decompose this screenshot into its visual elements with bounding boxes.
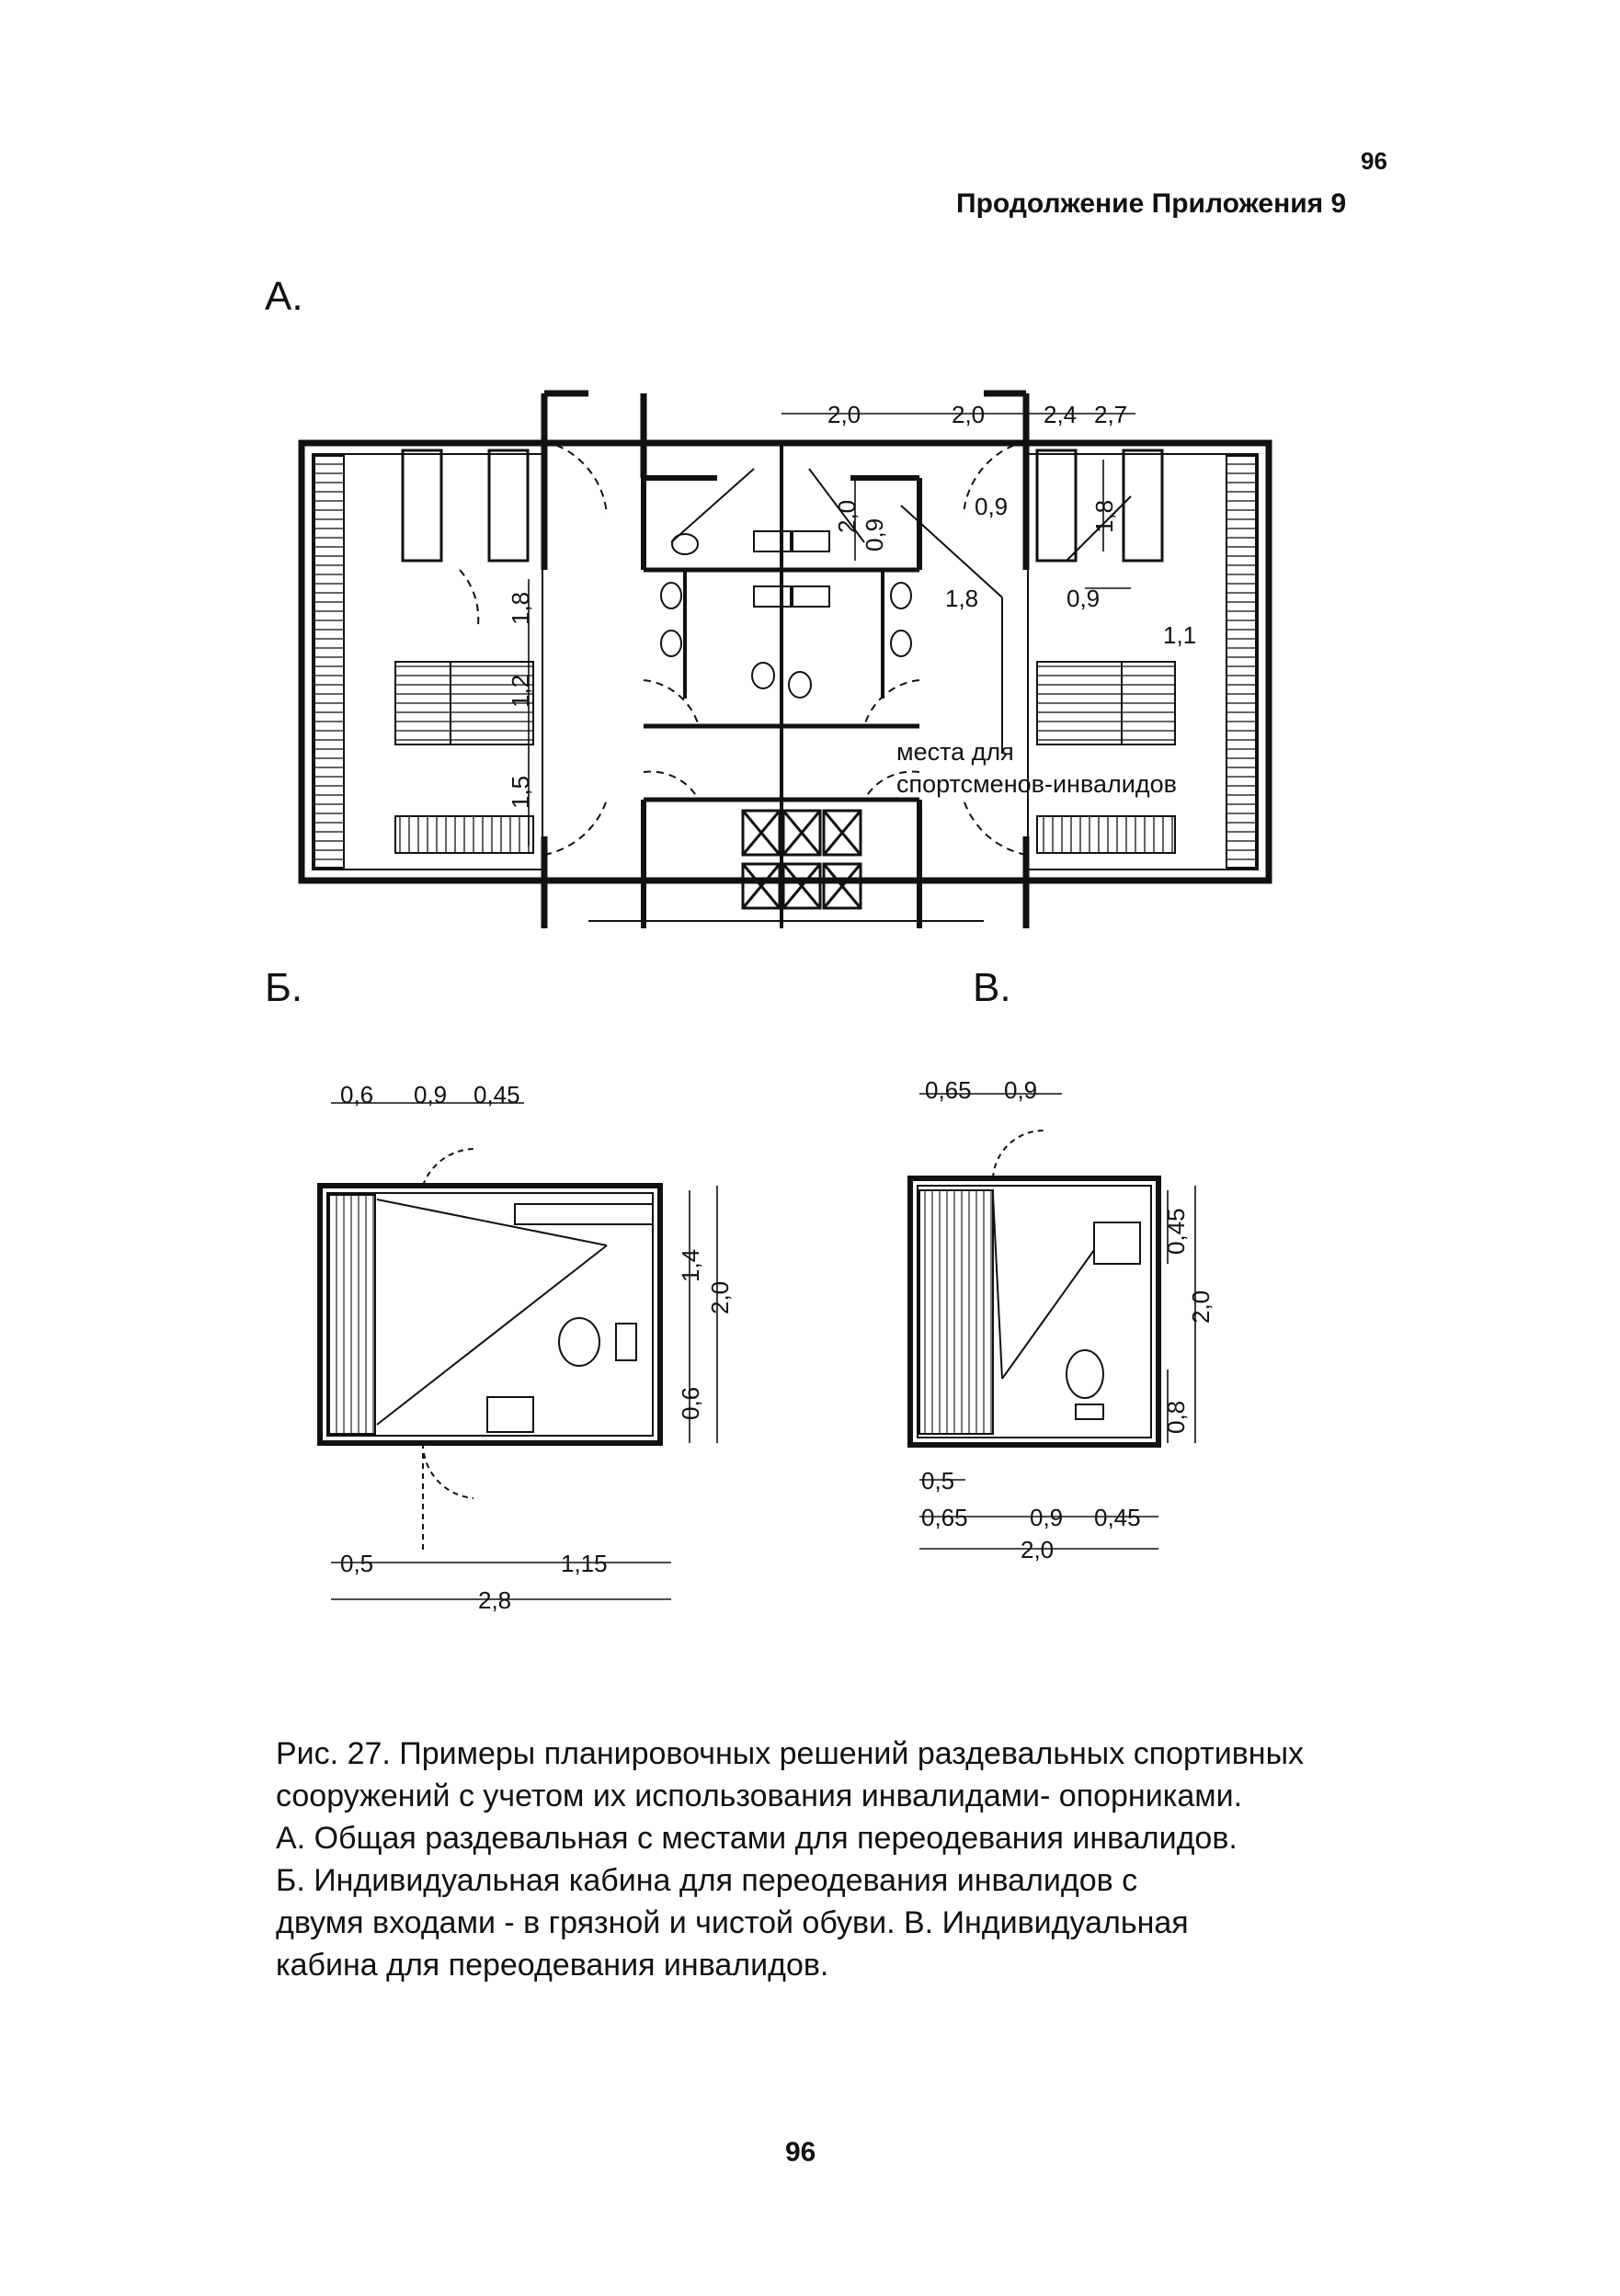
- plan-b-label: Б.: [265, 965, 303, 1010]
- header-page-number: 96: [1361, 147, 1387, 175]
- dim-c-bot-0-5: 0,5: [921, 1467, 954, 1495]
- dim-a-2-7: 2,7: [1094, 401, 1127, 428]
- plan-c-dim-text: 0,65 0,9 0,45 2,0 0,8 0,5 0,65 0,9 0,45 …: [921, 1076, 1215, 1563]
- dim-b-bot-1-15: 1,15: [561, 1550, 608, 1577]
- plan-a-drawing: 2,0 2,0 2,4 2,7 0,9 0,9 1,8 1,1 1,8 1,2 …: [298, 390, 1272, 928]
- plan-a-fixtures: [660, 468, 912, 699]
- plan-a-shower-cells: [741, 809, 862, 910]
- plan-a-left-benches: [314, 449, 534, 869]
- appendix-continuation-title: Продолжение Приложения 9: [956, 188, 1347, 219]
- plan-a-leader: [900, 495, 1132, 754]
- plan-b-fixtures: [376, 1148, 654, 1553]
- plan-c-fixtures: [992, 1129, 1141, 1420]
- dim-c-0-45: 0,45: [1162, 1208, 1190, 1255]
- dim-a-1-8-right: 1,8: [1090, 500, 1118, 533]
- dim-a-1-1: 1,1: [1163, 621, 1196, 649]
- caption-line-5: двумя входами - в грязной и чистой обуви…: [276, 1905, 1189, 1940]
- caption-line-3: А. Общая раздевальная с местами для пере…: [276, 1821, 1238, 1856]
- plan-c-label: В.: [973, 965, 1011, 1010]
- dim-a-2-0-right: 2,0: [952, 401, 985, 428]
- annotation-line-2: спортсменов-инвалидов: [896, 770, 1177, 798]
- annotation-line-1: места для: [896, 738, 1014, 766]
- dim-b-bot-2-8: 2,8: [478, 1586, 511, 1614]
- dim-a-2-0-left: 2,0: [827, 401, 861, 428]
- caption-line-2: сооружений с учетом их использования инв…: [276, 1779, 1243, 1813]
- plan-a-dimension-text: 2,0 2,0 2,4 2,7 0,9 0,9 1,8 1,1 1,8 1,2 …: [507, 401, 1196, 809]
- dim-c-0-8: 0,8: [1162, 1401, 1190, 1434]
- plan-a-right-benches: [1035, 449, 1257, 869]
- dim-a-1-8-mid: 1,8: [945, 585, 978, 612]
- plan-c-drawing: 0,65 0,9 0,45 2,0 0,8 0,5 0,65 0,9 0,45 …: [907, 1076, 1215, 1563]
- dim-c-2-0: 2,0: [1187, 1290, 1215, 1324]
- plan-b-bench: [328, 1194, 376, 1435]
- plan-b-dim-text: 0,6 0,9 0,45 1,4 2,0 0,6 0,5 1,15 2,8: [340, 1081, 734, 1614]
- caption-line-1: Рис. 27. Примеры планировочных решений р…: [276, 1736, 1305, 1771]
- dim-a-0-9-v: 0,9: [861, 518, 888, 551]
- caption-line-4: Б. Индивидуальная кабина для переодевани…: [276, 1863, 1138, 1898]
- dim-a-1-8-left: 1,8: [507, 592, 534, 625]
- plan-a-door-swings: [459, 440, 1027, 856]
- dim-b-1-4: 1,4: [677, 1249, 704, 1282]
- plan-a-dimension-lines: [528, 413, 1135, 846]
- dim-b-bot-0-5: 0,5: [340, 1550, 373, 1577]
- dim-c-0-65: 0,65: [925, 1076, 972, 1104]
- footer-page-number: 96: [785, 2137, 816, 2167]
- dim-c-bot-0-9: 0,9: [1030, 1504, 1063, 1531]
- caption-line-6: кабина для переодевания инвалидов.: [276, 1948, 829, 1983]
- dim-b-0-45: 0,45: [473, 1081, 520, 1108]
- dim-c-bot-0-45: 0,45: [1094, 1504, 1141, 1531]
- plan-c-dim-lines: [919, 1093, 1196, 1550]
- figure-caption: Рис. 27. Примеры планировочных решений р…: [276, 1733, 1545, 1986]
- dim-a-0-9-b: 0,9: [1067, 585, 1100, 612]
- dim-c-bot-2-0: 2,0: [1021, 1536, 1054, 1563]
- plan-a-label: А.: [265, 274, 303, 319]
- dim-a-0-9-a: 0,9: [975, 493, 1008, 520]
- dim-a-2-4: 2,4: [1044, 401, 1077, 428]
- plan-b-dim-lines: [331, 1102, 718, 1600]
- plan-c-bench: [918, 1189, 994, 1435]
- dim-a-2-0-v: 2,0: [833, 500, 861, 533]
- dim-b-0-6: 0,6: [340, 1081, 373, 1108]
- dim-b-2-0: 2,0: [706, 1281, 734, 1314]
- dim-b-0-9: 0,9: [414, 1081, 447, 1108]
- dim-a-1-5: 1,5: [507, 776, 534, 809]
- dim-a-1-2: 1,2: [507, 675, 534, 708]
- dim-b-0-6: 0,6: [677, 1387, 704, 1420]
- plan-b-drawing: 0,6 0,9 0,45 1,4 2,0 0,6 0,5 1,15 2,8: [317, 1081, 734, 1614]
- dim-c-0-9: 0,9: [1004, 1076, 1037, 1104]
- plan-a-walls: [298, 390, 1272, 928]
- plan-a-annotation: места для спортсменов-инвалидов: [896, 738, 1177, 798]
- dim-c-bot-0-65: 0,65: [921, 1504, 968, 1531]
